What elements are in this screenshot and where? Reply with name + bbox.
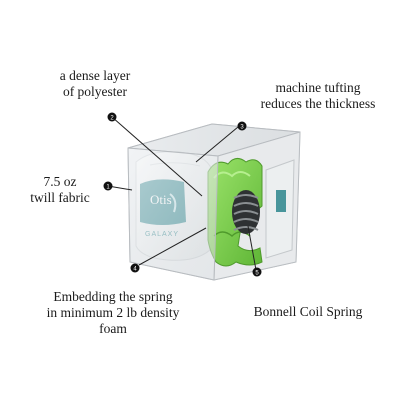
- callout-number-2: 2: [110, 116, 114, 122]
- leader-line-2: [111, 116, 203, 197]
- callout-marker-5: 5: [252, 267, 262, 277]
- leader-line-4: [138, 227, 207, 266]
- label-foam: Embedding the spring in minimum 2 lb den…: [18, 289, 208, 337]
- label-polyester-line-2: of polyester: [62, 84, 128, 99]
- label-tufting: machine tufting reduces the thickness: [248, 80, 388, 112]
- label-spring: Bonnell Coil Spring: [238, 304, 378, 320]
- label-fabric: 7.5 oz twill fabric: [20, 174, 100, 206]
- label-polyester: a dense layer of polyester: [40, 68, 150, 100]
- callout-marker-3: 3: [237, 121, 247, 131]
- callout-number-4: 4: [133, 267, 137, 273]
- label-fabric-line-2: twill fabric: [30, 190, 90, 205]
- callout-number-5: 5: [255, 271, 259, 277]
- callout-marker-2: 2: [107, 112, 117, 122]
- leader-line-5: [247, 225, 257, 271]
- callout-number-1: 1: [106, 185, 110, 191]
- callout-number-3: 3: [240, 125, 244, 131]
- bonnell-coil-spring: [232, 190, 260, 234]
- label-foam-line-2: in minimum 2 lb density: [46, 305, 180, 320]
- label-spring-line-1: Bonnell Coil Spring: [253, 304, 363, 319]
- side-fabric-panel: [265, 159, 295, 259]
- label-tufting-line-2: reduces the thickness: [260, 96, 376, 111]
- acrylic-front-face: [127, 147, 219, 281]
- label-foam-line-3: foam: [99, 321, 127, 336]
- callout-marker-1: 1: [103, 181, 113, 191]
- label-fabric-line-1: 7.5 oz: [43, 174, 77, 189]
- label-polyester-line-1: a dense layer: [59, 68, 131, 83]
- leader-lines: [107, 116, 257, 271]
- label-foam-line-1: Embedding the spring: [53, 289, 173, 304]
- callout-marker-4: 4: [130, 263, 140, 273]
- leader-line-3: [195, 126, 239, 163]
- label-tufting-line-1: machine tufting: [275, 80, 361, 95]
